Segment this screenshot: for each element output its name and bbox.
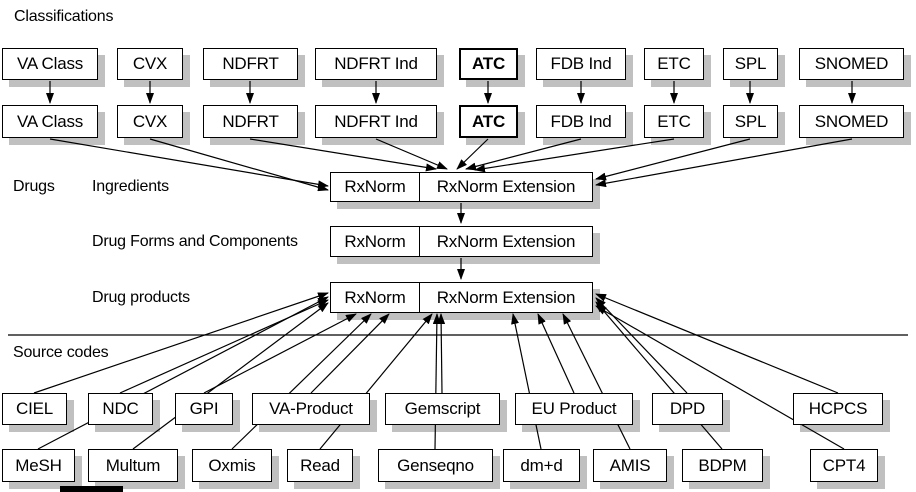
rxnorm-drug-products-box: RxNorm RxNorm Extension [330,282,593,313]
va-class-2-box: VA Class [2,105,98,138]
etc-2-box: ETC [644,105,704,138]
arrow-cvx-2-to-rxnorm-ingredients [149,138,329,192]
hcpcs-box: HCPCS [793,393,883,425]
arrow-gpi-to-rxnorm-drug-products [203,313,357,394]
fdb-ind-2-box: FDB Ind [536,105,626,138]
arrow-atc-2-to-rxnorm-ingredients [456,138,489,170]
ndfrt-2-box: NDFRT [203,105,298,138]
arrow-etc-2-to-rxnorm-ingredients [474,138,675,173]
cpt4-box: CPT4 [810,449,878,482]
arrow-dm-d-to-rxnorm-drug-products [511,313,542,450]
gpi-box: GPI [175,393,233,425]
spl-2-box: SPL [723,105,778,138]
snomed-1-box: SNOMED [799,48,904,80]
arrow-snomed-2-to-rxnorm-ingredients [595,138,853,188]
rxnorm-ingredients-box: RxNorm RxNorm Extension [330,172,593,202]
va-class-1-box: VA Class [2,48,98,80]
arrow-cpt4-to-rxnorm-drug-products [595,305,845,450]
arrow-va-product-to-rxnorm-drug-products [310,313,390,394]
arrow-genseqno-to-rxnorm-drug-products [432,313,441,450]
arrow-oxmis-to-rxnorm-drug-products [231,313,372,450]
rxnorm-drug-products-rxnorm-extension-cell: RxNorm Extension [419,283,592,312]
mesh-box: MeSH [2,449,75,482]
atc-1-box: ATC [459,48,518,80]
arrow-ndfrt-ind-2-to-rxnorm-ingredients [375,138,448,170]
arrow-multum-to-rxnorm-drug-products [132,302,329,450]
rxnorm-drug-forms-rxnorm-cell: RxNorm [344,231,406,251]
arrow-amis-to-rxnorm-drug-products [562,313,631,450]
arrow-eu-product-to-rxnorm-drug-products [537,313,575,394]
fdb-ind-1-box: FDB Ind [536,48,626,80]
rxnorm-drug-products-rxnorm-cell: RxNorm [344,287,406,307]
dpd-box: DPD [652,393,723,425]
eu-product-box: EU Product [515,393,633,425]
spl-1-box: SPL [723,48,778,80]
rxnorm-ingredients-rxnorm-extension-cell: RxNorm Extension [419,173,592,201]
arrow-read-to-rxnorm-drug-products [319,313,433,450]
cropped-footer-bar [60,486,123,492]
atc-2-box: ATC [459,105,518,138]
arrow-gemscript-to-rxnorm-drug-products [437,313,446,394]
source-codes-label: Source codes [13,344,109,361]
bdpm-box: BDPM [682,449,763,482]
ndc-box: NDC [88,393,153,425]
rxnorm-drug-forms-box: RxNorm RxNorm Extension [330,226,593,257]
amis-box: AMIS [593,449,667,482]
read-box: Read [287,449,353,482]
dm-d-box: dm+d [503,449,580,482]
snomed-2-box: SNOMED [799,105,904,138]
etc-1-box: ETC [644,48,704,80]
gemscript-box: Gemscript [385,393,500,425]
arrow-ciel-to-rxnorm-drug-products [33,292,329,394]
arrow-dpd-to-rxnorm-drug-products [595,297,688,394]
multum-box: Multum [88,449,178,482]
rxnorm-drug-forms-rxnorm-extension-cell: RxNorm Extension [419,227,592,256]
arrow-bdpm-to-rxnorm-drug-products [595,301,723,450]
drugs-label: Drugs [13,178,55,195]
drug-forms-and-components-label: Drug Forms and Components [92,233,298,250]
ndfrt-1-box: NDFRT [203,48,298,80]
classifications-label: Classifications [14,8,114,25]
arrow-ndfrt-2-to-rxnorm-ingredients [249,138,437,172]
ndfrt-ind-1-box: NDFRT Ind [315,48,437,80]
oxmis-box: Oxmis [192,449,272,482]
ingredients-label: Ingredients [92,178,169,195]
ciel-box: CIEL [2,393,67,425]
arrow-fdb-ind-2-to-rxnorm-ingredients [465,138,582,171]
drug-products-label: Drug products [92,289,190,306]
rxnorm-ingredients-rxnorm-cell: RxNorm [344,177,406,196]
arrow-spl-2-to-rxnorm-ingredients [595,138,751,181]
cvx-1-box: CVX [117,48,183,80]
arrow-ndc-to-rxnorm-drug-products [119,299,329,394]
arrow-va-class-2-to-rxnorm-ingredients [49,138,329,189]
va-product-box: VA-Product [252,393,370,425]
cvx-2-box: CVX [117,105,183,138]
arrow-mesh-to-rxnorm-drug-products [37,296,329,450]
arrow-hcpcs-to-rxnorm-drug-products [595,293,839,394]
ndfrt-ind-2-box: NDFRT Ind [315,105,437,138]
genseqno-box: Genseqno [378,449,493,482]
